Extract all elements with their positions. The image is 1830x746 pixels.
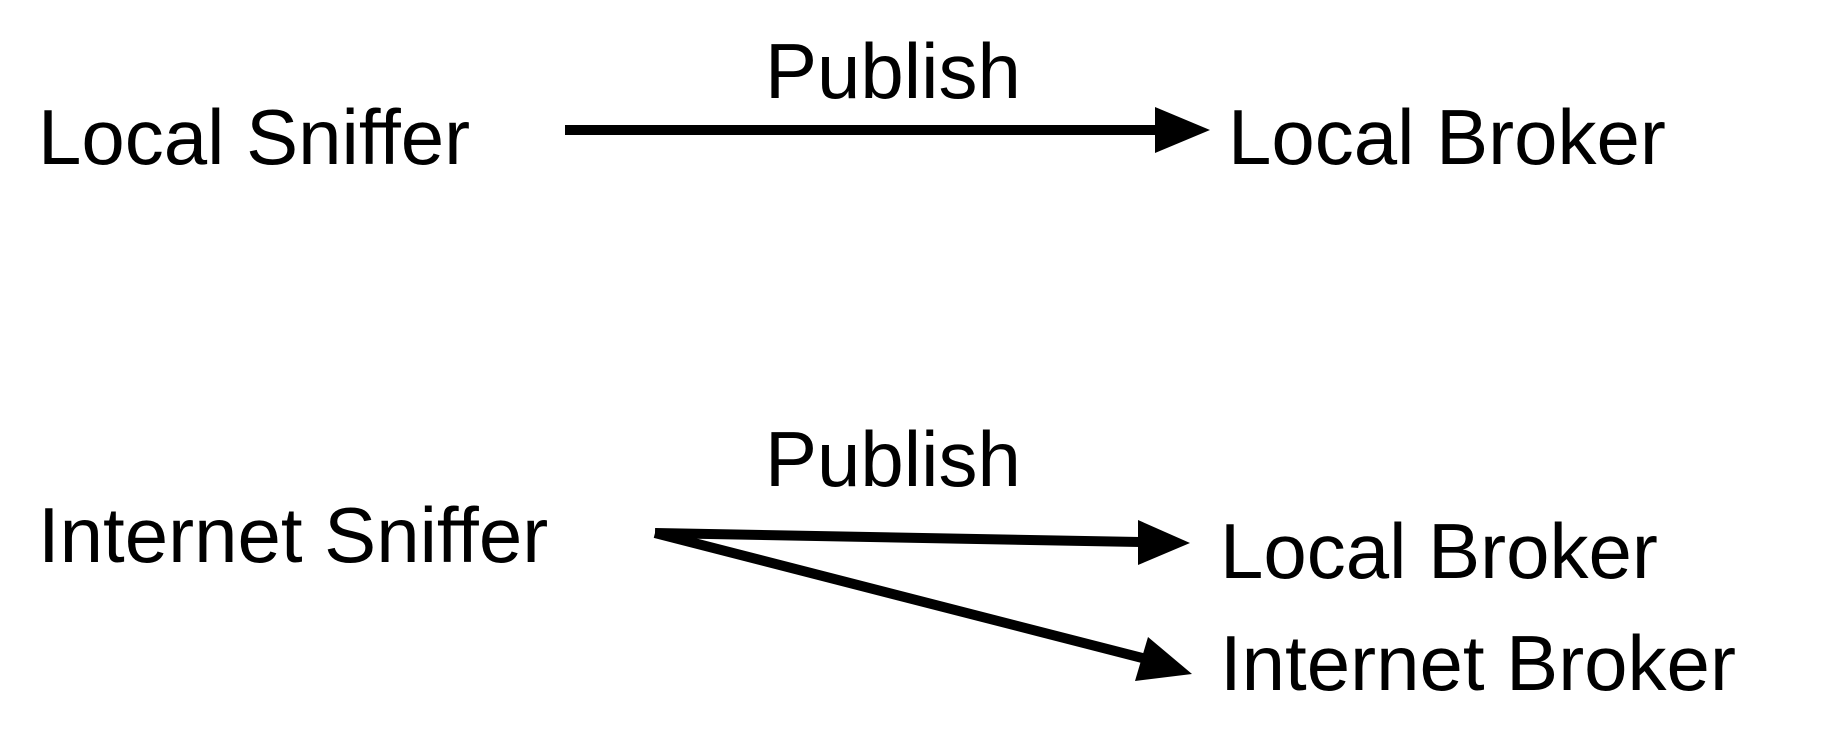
arrowhead-bottom-1 — [1138, 520, 1190, 565]
edge-label-publish-bottom: Publish — [765, 415, 1021, 503]
arrowhead-bottom-2 — [1135, 637, 1192, 681]
arrow-internet-sniffer-to-local-broker — [654, 528, 1141, 547]
arrow-internet-sniffer-to-internet-broker — [653, 528, 1152, 665]
node-internet-broker: Internet Broker — [1220, 619, 1736, 707]
node-local-broker-top: Local Broker — [1228, 93, 1666, 181]
arrowhead-top — [1155, 107, 1210, 153]
node-local-broker-bottom: Local Broker — [1220, 507, 1658, 595]
edge-label-publish-top: Publish — [765, 27, 1021, 115]
node-local-sniffer: Local Sniffer — [38, 93, 471, 181]
node-internet-sniffer: Internet Sniffer — [38, 491, 549, 579]
